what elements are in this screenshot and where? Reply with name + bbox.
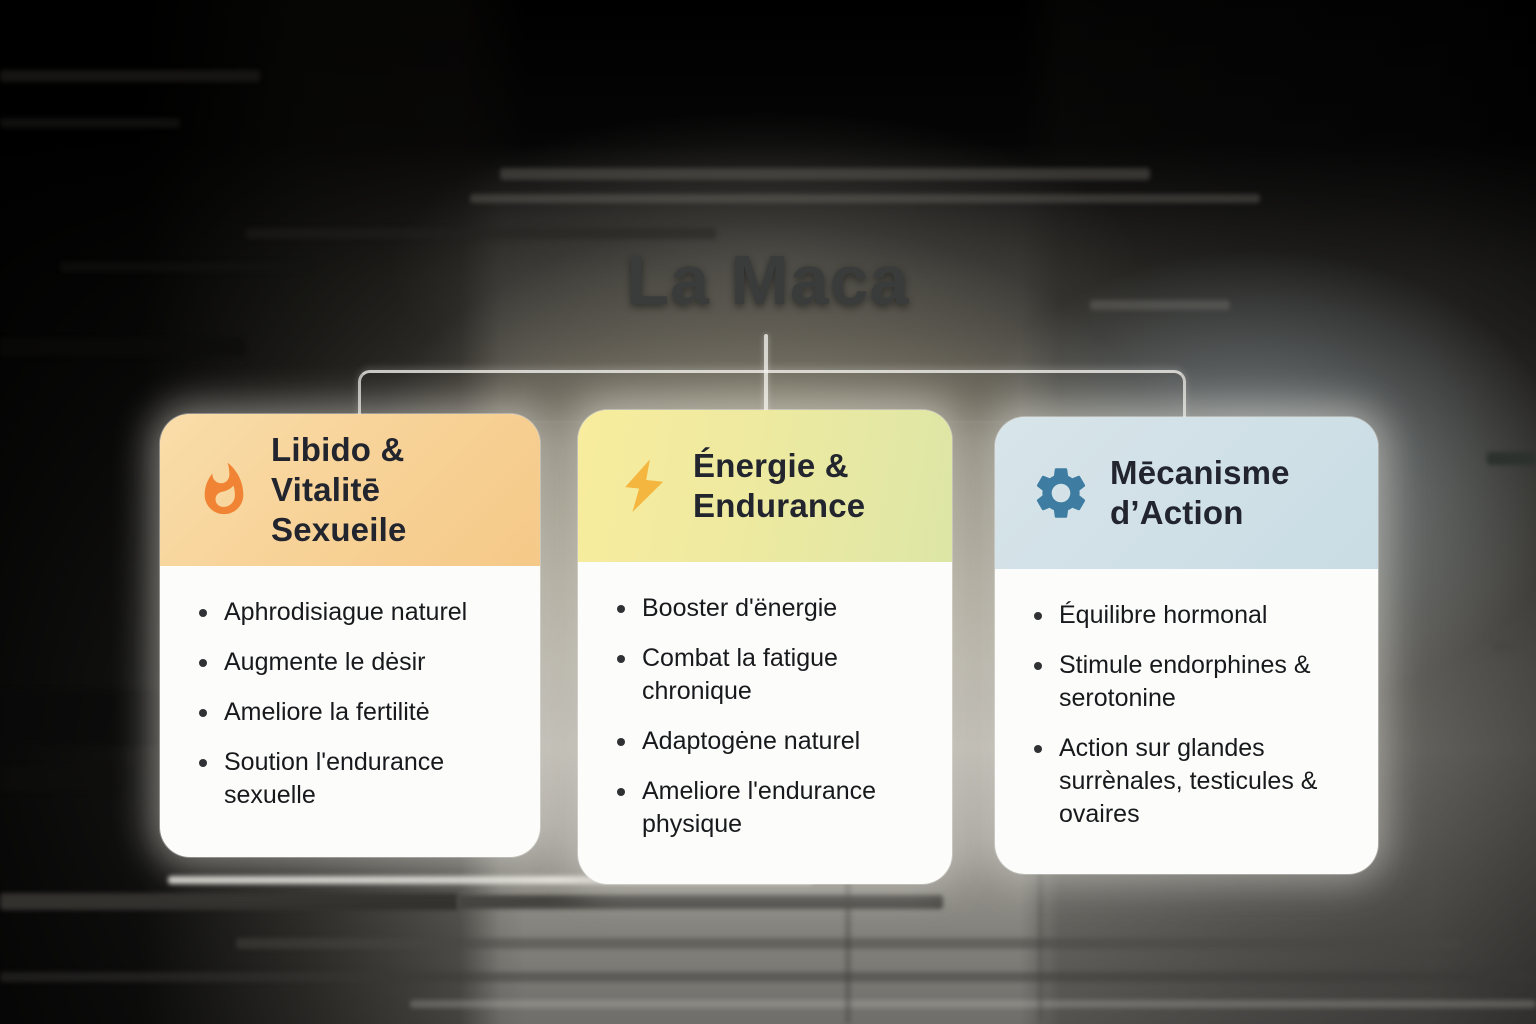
background-streak bbox=[168, 876, 813, 884]
background-streak bbox=[236, 938, 1461, 949]
card-libido-title-line1: Libido & bbox=[271, 430, 405, 468]
background-streak bbox=[470, 194, 1260, 203]
card-mecanisme-title: Mēcanisme d’Action bbox=[1110, 453, 1290, 534]
card-energie-endurance: Énergie & Endurance Booster d'ënergie Co… bbox=[578, 410, 952, 884]
background-streak bbox=[1090, 300, 1230, 310]
background-streak bbox=[1494, 642, 1536, 651]
bullet-item: Équilibre hormonal bbox=[1025, 599, 1338, 632]
card-energie-header: Énergie & Endurance bbox=[578, 410, 952, 562]
background-streak bbox=[0, 893, 458, 910]
background-streak bbox=[410, 1000, 1536, 1008]
background-streak bbox=[500, 168, 1150, 180]
background-streak bbox=[0, 766, 128, 792]
background-streak bbox=[845, 860, 851, 1024]
bullet-item: Ameliore la fertilitė bbox=[190, 696, 514, 729]
card-energie-body: Booster d'ënergie Combat la fatigue chro… bbox=[578, 562, 952, 884]
bullet-item: Combat la fatigue chronique bbox=[608, 642, 926, 708]
card-libido-bullet-list: Aphrodisiague naturel Augmente le dėsir … bbox=[190, 596, 514, 812]
card-libido-header: Libido & Vitalitē Sexueile bbox=[160, 414, 540, 566]
card-energie-bullet-list: Booster d'ënergie Combat la fatigue chro… bbox=[608, 592, 926, 841]
page-title: La Maca bbox=[626, 241, 910, 319]
card-mecanisme-bullet-list: Équilibre hormonal Stimule endorphines &… bbox=[1025, 599, 1338, 831]
bullet-item: Booster d'ënergie bbox=[608, 592, 926, 625]
gear-icon bbox=[1030, 462, 1092, 524]
background-streak bbox=[0, 690, 158, 746]
background-streak bbox=[0, 338, 245, 356]
bullet-item: Stimule endorphines & serotonine bbox=[1025, 649, 1338, 715]
bullet-item: Soution l'endurance sexuelle bbox=[190, 746, 514, 812]
background-streak bbox=[0, 118, 180, 128]
bullet-item: Aphrodisiague naturel bbox=[190, 596, 514, 629]
card-energie-title-line1: Énergie & bbox=[693, 446, 849, 484]
card-energie-title: Énergie & Endurance bbox=[693, 446, 865, 527]
card-mecanisme-header: Mēcanisme d’Action bbox=[995, 417, 1378, 569]
bullet-item: Augmente le dėsir bbox=[190, 646, 514, 679]
card-libido-title-line3: Sexueile bbox=[271, 511, 407, 549]
background-streak bbox=[1487, 452, 1536, 465]
connector-bracket-line bbox=[358, 370, 1186, 421]
card-mecanisme-body: Équilibre hormonal Stimule endorphines &… bbox=[995, 569, 1378, 874]
background-streak bbox=[458, 895, 943, 909]
background-streak bbox=[246, 228, 716, 239]
card-libido-vitalite: Libido & Vitalitē Sexueile Aphrodisiague… bbox=[160, 414, 540, 857]
card-mecanisme-title-line1: Mēcanisme bbox=[1110, 453, 1290, 491]
background-streak bbox=[60, 262, 310, 272]
card-mecanisme-title-line2: d’Action bbox=[1110, 494, 1244, 531]
connector-vertical-line bbox=[764, 334, 768, 418]
card-libido-body: Aphrodisiague naturel Augmente le dėsir … bbox=[160, 566, 540, 855]
background-streak bbox=[1038, 860, 1043, 1024]
card-libido-title-line2: Vitalitē bbox=[271, 470, 381, 508]
card-libido-title: Libido & Vitalitē Sexueile bbox=[271, 430, 407, 551]
bullet-item: Action sur glandes surrènales, testicule… bbox=[1025, 732, 1338, 831]
background-streak bbox=[0, 972, 1536, 982]
card-mecanisme-action: Mēcanisme d’Action Équilibre hormonal St… bbox=[995, 417, 1378, 874]
flame-icon bbox=[195, 455, 253, 525]
card-energie-title-line2: Endurance bbox=[693, 487, 866, 524]
bullet-item: Adaptogėne naturel bbox=[608, 725, 926, 758]
background-streak bbox=[0, 70, 260, 82]
lightning-icon bbox=[608, 437, 679, 535]
bullet-item: Ameliore l'endurance physique bbox=[608, 775, 926, 841]
